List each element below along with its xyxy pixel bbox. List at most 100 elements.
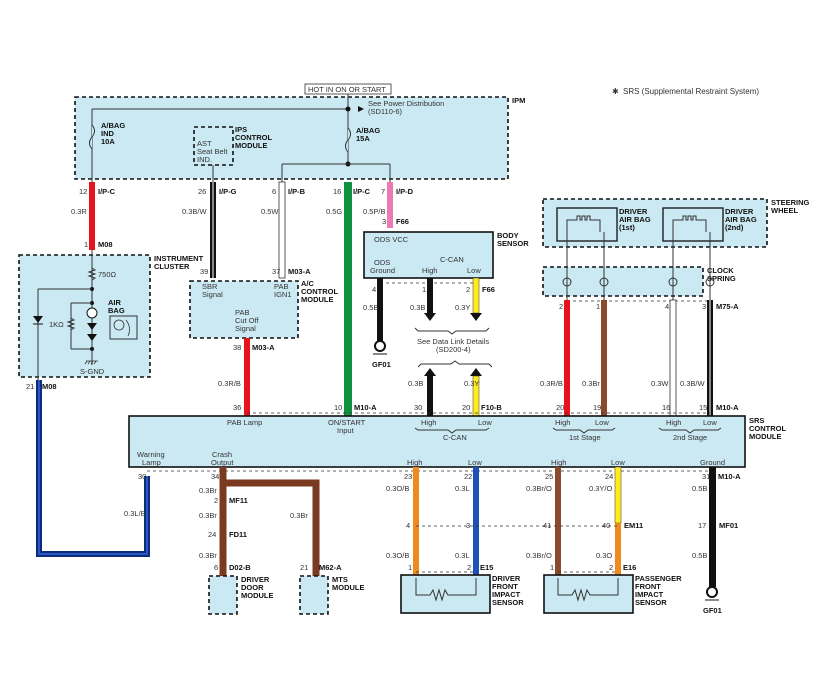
- wire-label: 0.3Br/O: [526, 484, 552, 493]
- steering-label: WHEEL: [771, 206, 799, 215]
- sbr-label: Signal: [202, 290, 223, 299]
- high-label: High: [407, 458, 422, 467]
- high-label: High: [551, 458, 566, 467]
- pin-number: 4: [665, 302, 669, 311]
- wire-label: 0.3Y: [455, 303, 470, 312]
- wire-white: [278, 181, 286, 279]
- pin-number: 37: [272, 267, 280, 276]
- power-ref-2: (SD110-6): [368, 107, 403, 116]
- wire-label: 0.5W: [261, 207, 279, 216]
- hot-label: HOT IN ON OR START: [308, 85, 386, 94]
- wire-red: [89, 182, 95, 250]
- wire-brown-orange: [555, 467, 561, 578]
- diagram-note: SRS (Supplemental Restraint System): [623, 87, 759, 96]
- pin-number: 17: [698, 521, 706, 530]
- pin-number: 20: [556, 403, 564, 412]
- pin-number: 2: [609, 563, 613, 572]
- clock-spring-contacts: [562, 232, 715, 300]
- wire-orange-black: [413, 467, 419, 578]
- pin-number: 24: [605, 472, 613, 481]
- wire-blue: [473, 467, 479, 578]
- wire-label: 0.3Br: [199, 486, 217, 495]
- low-label: Low: [611, 458, 625, 467]
- wire-label: 0.5B: [692, 551, 707, 560]
- connector-label: E16: [623, 563, 636, 572]
- clock-spring-label: SPRING: [707, 274, 736, 283]
- connector-label: M03-A: [288, 267, 311, 276]
- connector-label: F10-B: [481, 403, 502, 412]
- fuse2-label: 15A: [356, 134, 370, 143]
- wire-label: 0.3Br: [582, 379, 600, 388]
- ground-label: Ground: [700, 458, 725, 467]
- pin-number: 19: [593, 403, 601, 412]
- wire-orange: [615, 523, 621, 578]
- bag1-label: AIR BAG: [619, 215, 651, 224]
- door-module-label: DRIVER: [241, 575, 270, 584]
- wire-label: 0.3B/W: [182, 207, 208, 216]
- wire-red-black: [564, 300, 570, 416]
- pin-number: 2: [467, 563, 471, 572]
- wire-label: 0.3B/W: [680, 379, 706, 388]
- wire-label: 0.5B: [363, 303, 378, 312]
- pin-number: 6: [214, 563, 218, 572]
- pin-number: 1: [596, 302, 600, 311]
- srs-label: MODULE: [749, 432, 782, 441]
- wire-label: 0.3B: [408, 379, 423, 388]
- stage2-label: 2nd Stage: [673, 433, 707, 442]
- connector-label: M10-A: [716, 403, 739, 412]
- ground-label: GF01: [372, 360, 391, 369]
- wire-label: 0.3Br/O: [526, 551, 552, 560]
- pab-ign-label: IGN1: [274, 290, 292, 299]
- stage1-low-label: Low: [595, 418, 609, 427]
- connector-label: I/P-G: [219, 187, 237, 196]
- connector-label: MF01: [719, 521, 738, 530]
- power-ref-1: See Power Distribution: [368, 99, 444, 108]
- pin-number: 21: [300, 563, 308, 572]
- pin-number: 6: [272, 187, 276, 196]
- wire-label: 0.3W: [651, 379, 669, 388]
- pin-number: 1: [550, 563, 554, 572]
- ips-label: MODULE: [235, 141, 268, 150]
- door-module-label: MODULE: [241, 591, 274, 600]
- ground-point-icon: [374, 340, 386, 352]
- stage1-label: 1st Stage: [569, 433, 601, 442]
- connector-label: F66: [396, 217, 409, 226]
- arrow-icon: [358, 106, 364, 112]
- pin-number: 20: [462, 403, 470, 412]
- pin-number: 22: [464, 472, 472, 481]
- driver-sensor-label: FRONT: [492, 582, 518, 591]
- resistor-label: 750Ω: [98, 270, 117, 279]
- steering-wheel-box: [542, 198, 768, 248]
- on-start-label: Input: [337, 426, 355, 435]
- diode-icon: [33, 316, 43, 323]
- cutoff-label: PAB: [235, 308, 249, 317]
- bag2-label: (2nd): [725, 223, 744, 232]
- pin-number: 31: [702, 472, 710, 481]
- ods-vcc-label: ODS VCC: [374, 235, 409, 244]
- driver-sensor-label: DRIVER: [492, 574, 521, 583]
- pin-number: 1: [422, 285, 426, 294]
- wire-label: 0.5G: [326, 207, 342, 216]
- pin-number: 1: [84, 240, 88, 249]
- lamp-icon: [86, 307, 98, 319]
- clock-spring-label: CLOCK: [707, 266, 734, 275]
- wire-brown: [219, 467, 320, 580]
- diode-icon: [87, 334, 97, 341]
- pin-number: 40: [602, 521, 610, 530]
- srs-control-module-box: [128, 415, 746, 468]
- connector-label: F66: [482, 285, 495, 294]
- wire-label: 0.3Y: [464, 379, 479, 388]
- wire-label: 0.3R/B: [218, 379, 241, 388]
- ips-text: AST: [197, 139, 212, 148]
- ground-label: GF01: [703, 606, 722, 615]
- resistor-label: 1KΩ: [49, 320, 64, 329]
- airbag-2nd-box: [662, 207, 724, 242]
- wire-label: 0.3Br: [199, 551, 217, 560]
- driver-sensor-label: SENSOR: [492, 598, 524, 607]
- srs-label: SRS: [749, 416, 764, 425]
- can-high-label: High: [422, 266, 437, 275]
- wire-label: 0.3Y/O: [589, 484, 613, 493]
- stage2-low-label: Low: [703, 418, 717, 427]
- fuse1-label: 10A: [101, 137, 115, 146]
